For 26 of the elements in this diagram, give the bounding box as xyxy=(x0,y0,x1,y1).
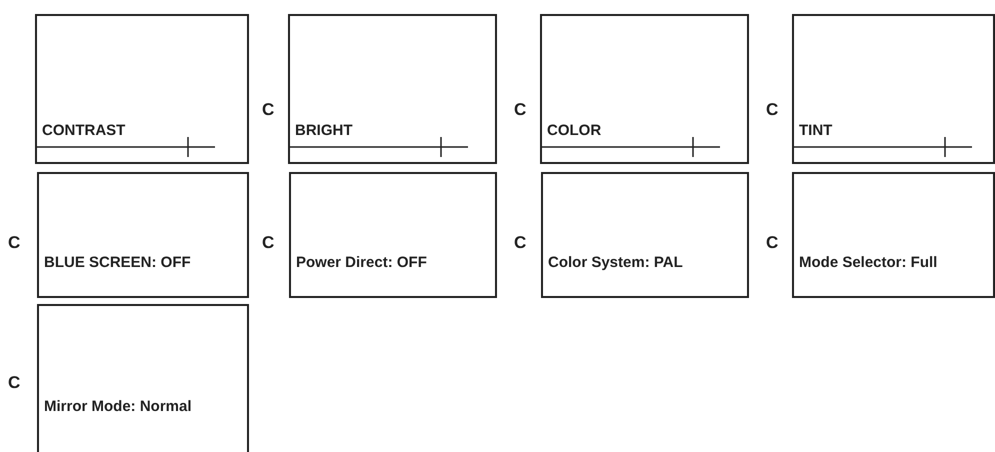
menu-text: BLUE SCREEN: OFF xyxy=(44,254,191,271)
button-letter: C xyxy=(8,373,20,393)
menu-text: Mirror Mode: Normal xyxy=(44,398,192,415)
screen-box xyxy=(541,172,749,298)
button-letter: C xyxy=(262,233,274,253)
menu-text: COLOR xyxy=(547,122,602,139)
button-letter: C xyxy=(262,100,274,120)
button-letter: C xyxy=(766,233,778,253)
screen-box xyxy=(289,172,497,298)
menu-text: CONTRAST xyxy=(42,122,126,139)
menu-text: Mode Selector: Full xyxy=(799,254,938,271)
screen-box xyxy=(37,172,249,298)
menu-text: TINT xyxy=(799,122,832,139)
button-letter: C xyxy=(514,100,526,120)
screen-box xyxy=(35,14,249,164)
menu-text: Color System: PAL xyxy=(548,254,683,271)
screen-box xyxy=(792,172,995,298)
screen-box xyxy=(288,14,497,164)
menu-text: BRIGHT xyxy=(295,122,352,139)
menu-text: Power Direct: OFF xyxy=(296,254,427,271)
button-letter: C xyxy=(8,233,20,253)
button-letter: C xyxy=(766,100,778,120)
screen-box xyxy=(792,14,995,164)
screen-box xyxy=(540,14,749,164)
button-letter: C xyxy=(514,233,526,253)
screen-box xyxy=(37,304,249,452)
